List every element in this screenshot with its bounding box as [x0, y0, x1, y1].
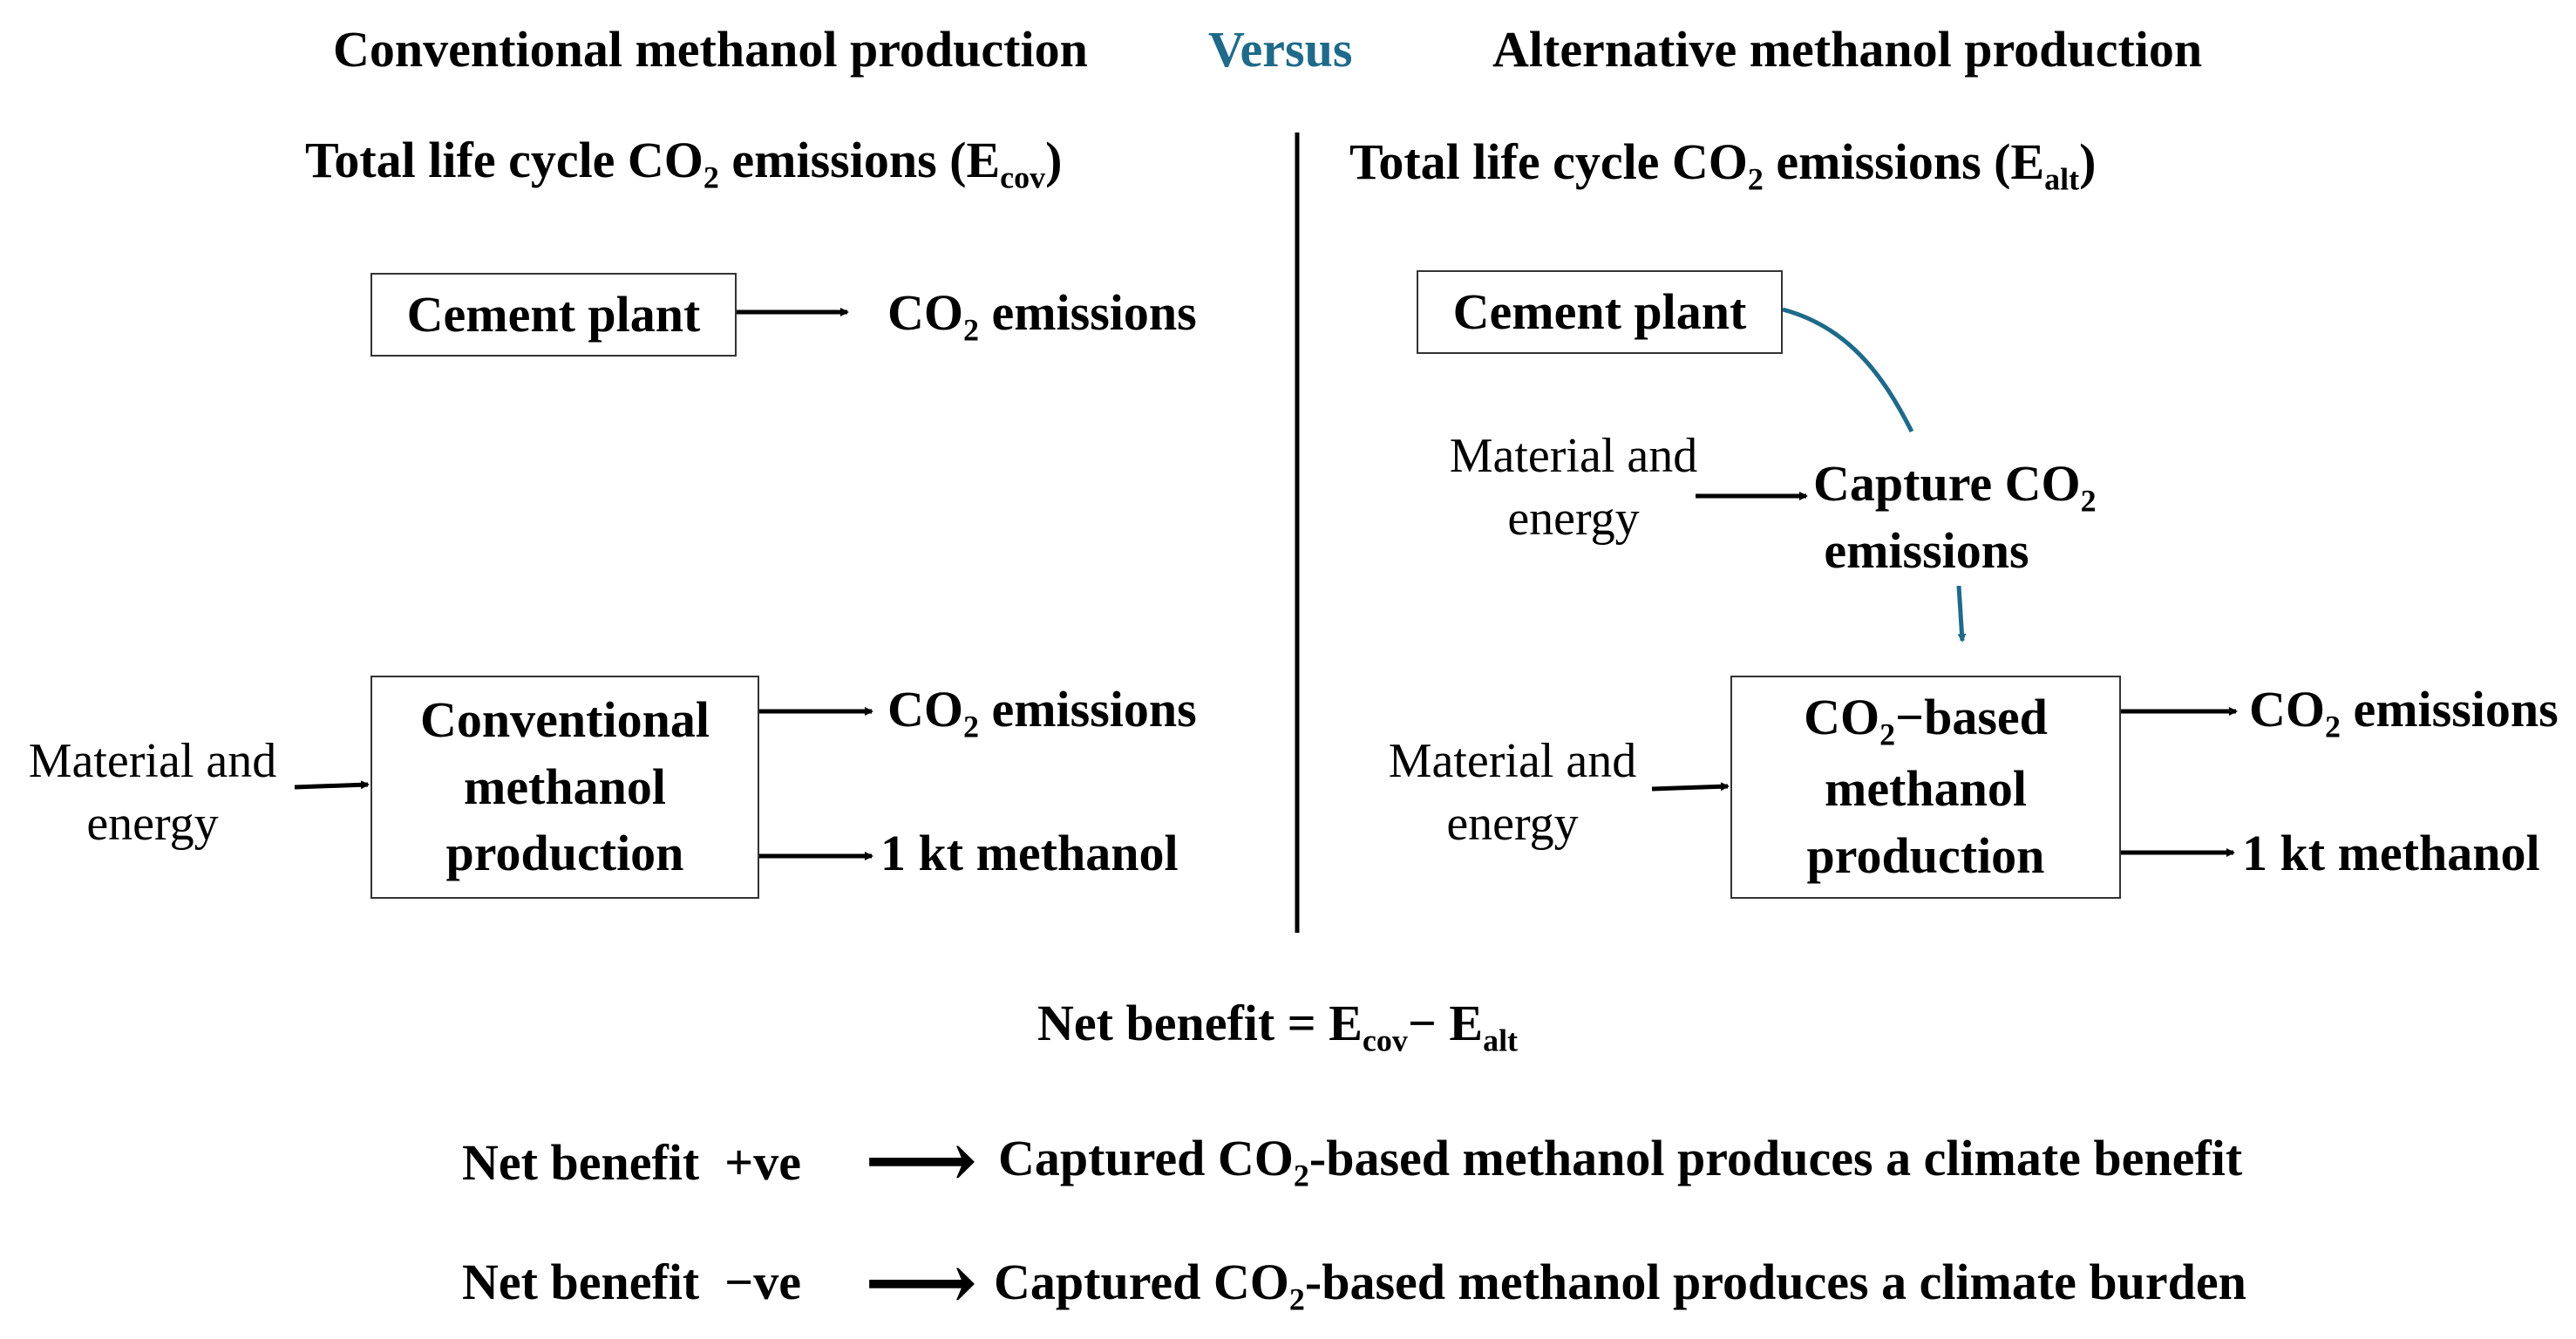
right-total-suffix: ) — [2079, 133, 2097, 190]
result-negative-label: Net benefit −ve — [462, 1254, 801, 1310]
right-total-sub: 2 — [1747, 161, 1764, 197]
left-cement-plant-box: Cement plant — [370, 273, 737, 357]
right-material-box-arrow — [1651, 782, 1730, 792]
right-co2-text: CO — [2249, 681, 2325, 737]
left-total-suffix: ) — [1045, 132, 1063, 188]
conventional-box-line3: production — [445, 825, 684, 882]
left-title: Conventional methanol production — [333, 21, 1088, 78]
capture-to-box-arrow — [1956, 585, 1967, 642]
result-negative-arrow: ⟶ — [865, 1240, 978, 1327]
left-co2-bottom-sub: 2 — [963, 709, 979, 744]
left-methanol-output: 1 kt methanol — [880, 825, 1179, 881]
left-co2-bottom-suffix: emissions — [978, 681, 1197, 737]
result-positive-label: Net benefit +ve — [462, 1134, 801, 1191]
co2-box-line1-suffix: −based — [1895, 689, 2048, 746]
result-negative-suffix: -based methanol produces a climate burde… — [1304, 1254, 2246, 1310]
right-co2-emissions: CO2 emissions — [2249, 684, 2559, 744]
left-total-sub: 2 — [703, 160, 719, 195]
left-total-text: Total life cycle CO — [305, 132, 703, 188]
capture-line1-sub: 2 — [2080, 483, 2097, 519]
left-material-line1: Material and — [28, 734, 277, 788]
right-material2-line1: Material and — [1388, 734, 1637, 788]
left-co2-top-sub: 2 — [963, 312, 979, 348]
left-total-sub2: cov — [1000, 160, 1046, 195]
result-positive-arrow: ⟶ — [865, 1118, 978, 1205]
right-material2-line2: energy — [1446, 796, 1579, 851]
conventional-box-line2: methanol — [464, 758, 666, 815]
co2-box-line1-sub: 2 — [1879, 717, 1896, 753]
result-positive-prefix: Captured CO — [998, 1130, 1294, 1186]
co2-box-line2: methanol — [1825, 760, 2027, 818]
cement-to-capture-curve — [1782, 307, 1914, 433]
conventional-box-line1: Conventional — [420, 691, 710, 749]
net-benefit-formula: Net benefit = Ecov− Ealt — [1037, 998, 1518, 1057]
right-title: Alternative methanol production — [1492, 21, 2203, 78]
right-co2-sub: 2 — [2325, 709, 2341, 744]
left-co2-bottom-text: CO — [887, 681, 963, 737]
right-material1-line2: energy — [1507, 491, 1640, 546]
right-methanol-output: 1 kt methanol — [2242, 825, 2540, 881]
right-material-energy-capture: Material and energy — [1430, 425, 1717, 550]
right-material-energy-box: Material and energy — [1369, 731, 1656, 855]
left-co2-top-text: CO — [887, 284, 963, 341]
co2-box-line1: CO2−based — [1804, 684, 2048, 756]
formula-minus: − E — [1407, 995, 1484, 1051]
left-material-arrow — [294, 780, 370, 790]
result-positive-sub: 2 — [1293, 1158, 1309, 1193]
conventional-production-box: Conventional methanol production — [370, 676, 759, 899]
left-material-energy: Material and energy — [9, 731, 296, 855]
co2-based-production-box: CO2−based methanol production — [1730, 676, 2121, 899]
left-total-emissions: Total life cycle CO2 emissions (Ecov) — [305, 135, 1062, 194]
left-co2-emissions-top: CO2 emissions — [887, 288, 1197, 347]
result-negative-prefix: Captured CO — [994, 1254, 1289, 1310]
result-negative-text: Captured CO2-based methanol produces a c… — [994, 1257, 2246, 1316]
left-total-mid: emissions (E — [718, 132, 1001, 188]
right-total-text: Total life cycle CO — [1349, 133, 1748, 190]
capture-line2: emissions — [1824, 522, 2029, 580]
right-total-emissions: Total life cycle CO2 emissions (Ealt) — [1349, 137, 2096, 196]
formula-prefix: Net benefit = E — [1037, 995, 1363, 1051]
right-material1-line1: Material and — [1449, 429, 1698, 483]
versus-label: Versus — [1208, 21, 1353, 78]
co2-box-line1-text: CO — [1804, 689, 1880, 746]
right-cement-plant-box: Cement plant — [1417, 270, 1783, 354]
result-negative-sub: 2 — [1288, 1281, 1305, 1317]
left-co2-top-suffix: emissions — [978, 284, 1197, 341]
right-co2-suffix: emissions — [2340, 681, 2559, 737]
co2-box-line3: production — [1806, 827, 2045, 885]
result-positive-suffix: -based methanol produces a climate benef… — [1308, 1130, 2243, 1186]
result-positive-text: Captured CO2-based methanol produces a c… — [998, 1133, 2242, 1193]
capture-line1-text: Capture CO — [1813, 455, 2081, 512]
capture-co2-emissions: Capture CO2 emissions — [1813, 453, 2097, 582]
left-co2-emissions-bottom: CO2 emissions — [887, 684, 1197, 744]
right-total-mid: emissions (E — [1763, 133, 2045, 190]
formula-sub-alt: alt — [1483, 1023, 1519, 1058]
formula-sub-cov: cov — [1362, 1023, 1408, 1058]
left-cement-plant-label: Cement plant — [406, 285, 701, 343]
right-cement-plant-label: Cement plant — [1452, 282, 1747, 340]
left-material-line2: energy — [86, 796, 219, 851]
right-total-sub2: alt — [2044, 161, 2080, 197]
capture-line1: Capture CO2 — [1813, 453, 2097, 520]
